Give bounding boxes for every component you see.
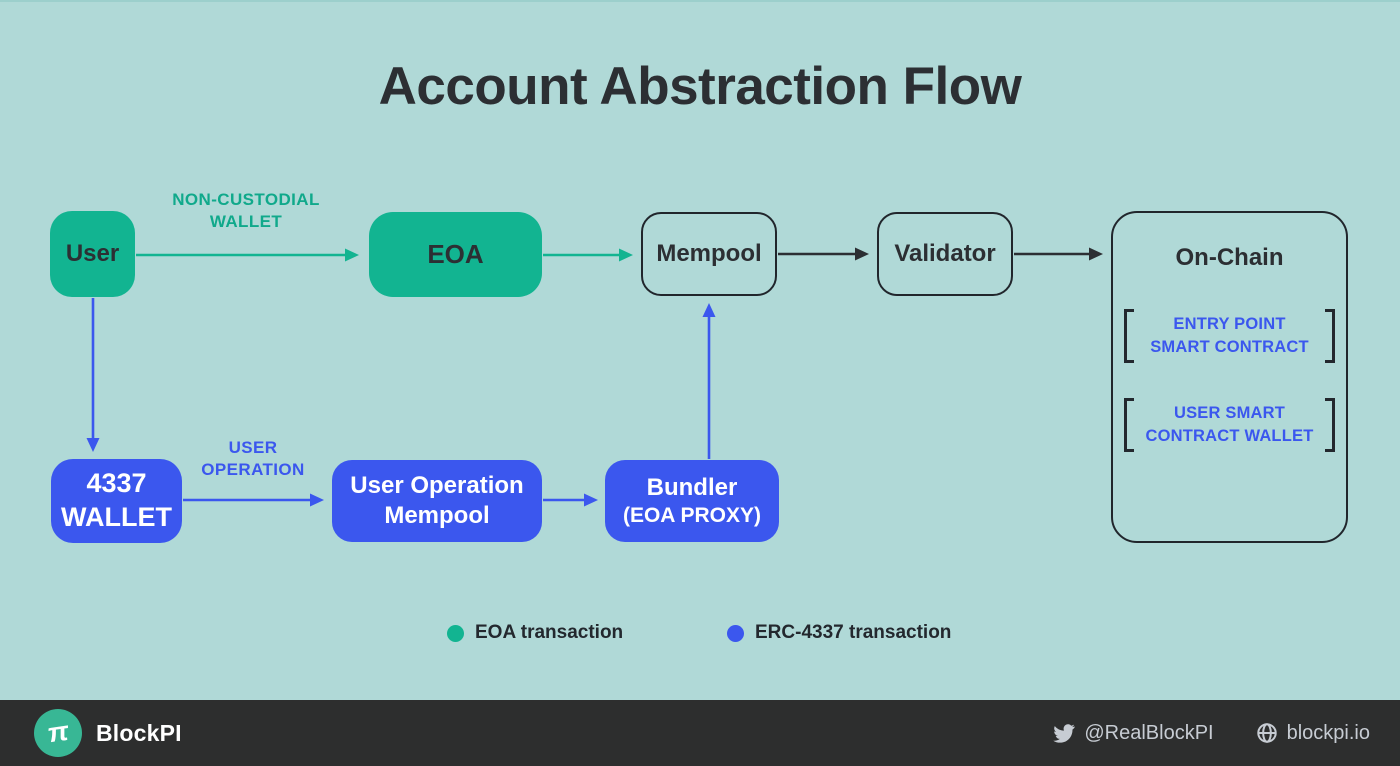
twitter-handle-text: @RealBlockPI [1084,721,1214,744]
website-link-text: blockpi.io [1286,721,1370,744]
node-validator: Validator [877,212,1013,296]
onchain-item-line: USER SMART [1173,404,1286,422]
brand-name: BlockPI [96,719,182,746]
node-bundler-line: (EOA PROXY) [622,503,762,527]
edge-label-line: NON-CUSTODIAL [172,190,320,209]
legend-label: ERC-4337 transaction [755,622,952,643]
edge-label-line: OPERATION [201,460,305,480]
node-uo-mempool-line: User Operation [350,472,524,499]
website-link: blockpi.io [1256,722,1370,745]
onchain-item-text: USER SMART CONTRACT WALLET [1134,398,1325,452]
node-mempool-label: Mempool [656,240,762,267]
edge-label-non-custodial-wallet: NON-CUSTODIAL WALLET [140,189,352,234]
onchain-item-entry-point-smart-contract: ENTRY POINT SMART CONTRACT [1124,309,1335,363]
legend-eoa-transaction: EOA transaction [447,622,623,644]
legend-dot-green-icon [447,624,464,642]
node-user-operation-mempool: User Operation Mempool [332,460,542,542]
onchain-item-line: CONTRACT WALLET [1145,426,1314,445]
globe-icon [1256,722,1278,744]
onchain-item-line: ENTRY POINT [1173,315,1286,333]
footer-links: @RealBlockPI blockpi.io [1053,722,1370,745]
node-user-label: User [65,240,120,267]
bracket-right-icon [1325,398,1335,452]
node-user: User [50,211,135,297]
node-4337-wallet: 4337 WALLET [51,459,182,543]
node-bundler-line: Bundler [646,473,738,501]
edge-label-line: WALLET [209,212,283,232]
legend-erc4337-transaction: ERC-4337 transaction [727,622,951,644]
edge-label-user-operation: USER OPERATION [178,437,328,482]
twitter-icon [1053,722,1075,744]
onchain-item-user-smart-contract-wallet: USER SMART CONTRACT WALLET [1124,398,1335,452]
node-eoa: EOA [369,212,542,297]
blockpi-logo-glyph: π [47,715,69,748]
node-validator-label: Validator [894,240,996,267]
onchain-item-line: SMART CONTRACT [1150,337,1309,356]
node-4337-wallet-line: WALLET [61,502,172,532]
top-edge-divider [0,0,1400,2]
twitter-handle: @RealBlockPI [1053,721,1214,745]
footer-bar: π BlockPI @RealBlockPI blockpi.io [0,700,1400,766]
node-on-chain-label: On-Chain [1175,244,1284,271]
node-mempool: Mempool [641,212,777,296]
node-bundler: Bundler (EOA PROXY) [605,460,779,542]
node-uo-mempool-line: Mempool [384,502,490,529]
page-title: Account Abstraction Flow [378,57,1022,116]
onchain-item-text: ENTRY POINT SMART CONTRACT [1134,309,1325,363]
blockpi-logo-icon: π [34,709,82,757]
bracket-left-icon [1124,398,1134,452]
legend-label: EOA transaction [475,622,624,643]
brand: π BlockPI [34,709,182,757]
legend-dot-blue-icon [727,624,744,642]
node-on-chain: On-Chain ENTRY POINT SMART CONTRACT USER… [1111,211,1348,543]
bracket-left-icon [1124,309,1134,363]
bracket-right-icon [1325,309,1335,363]
node-4337-wallet-line: 4337 [86,468,147,499]
node-eoa-label: EOA [427,239,484,270]
edge-label-line: USER [228,438,278,457]
